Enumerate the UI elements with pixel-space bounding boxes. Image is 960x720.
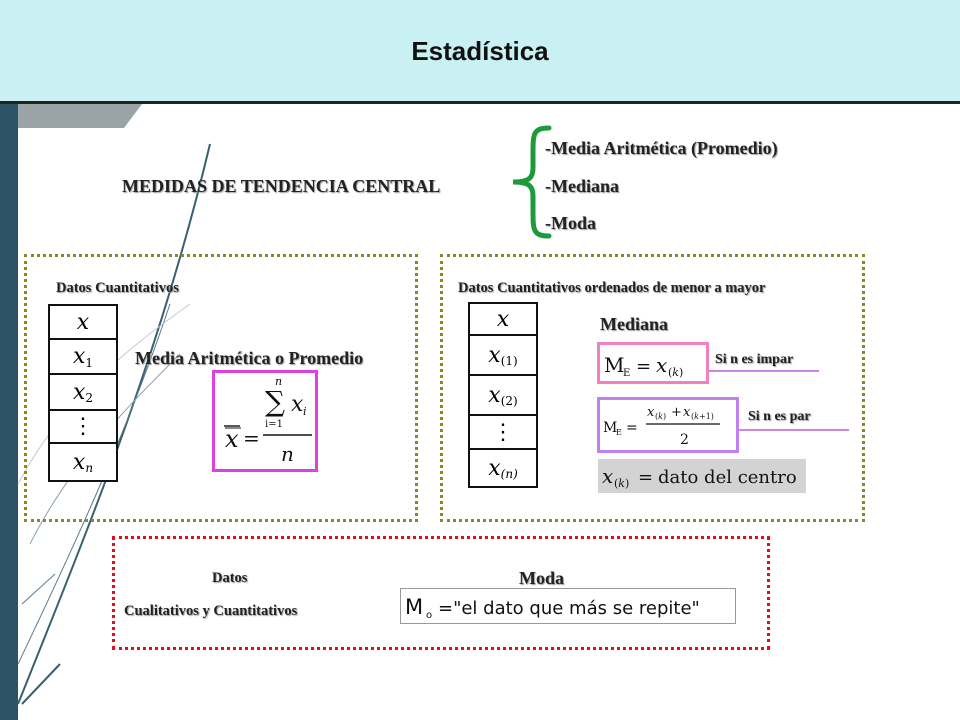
svg-text:i: i <box>303 405 307 418</box>
median-even-formula: M E = x (k) + x (k+1) 2 <box>603 405 720 448</box>
median-odd-formula-box: M E = x (k) <box>597 342 709 384</box>
svg-text:+: + <box>671 405 682 420</box>
svg-text:dato del centro: dato del centro <box>658 467 797 488</box>
svg-text:x: x <box>291 392 304 417</box>
table-cell-x-2: x(2) <box>470 376 536 416</box>
measure-item-median: -Mediana <box>545 176 619 196</box>
svg-text:=: = <box>626 420 638 436</box>
table-cell-ellipsis: ⋮ <box>470 416 536 450</box>
svg-text:E: E <box>623 368 630 379</box>
svg-text:x: x <box>602 464 613 488</box>
svg-text:i=1: i=1 <box>265 419 283 430</box>
svg-text:n: n <box>275 375 282 388</box>
svg-text:=: = <box>638 467 653 488</box>
svg-text:=: = <box>243 426 260 450</box>
svg-text:M: M <box>405 595 423 619</box>
svg-text:∑: ∑ <box>265 385 285 418</box>
mean-measure-label: Media Aritmética o Promedio <box>135 348 364 368</box>
table-cell-x-1: x(1) <box>470 336 536 376</box>
header-bar: Estadística <box>0 0 960 104</box>
mode-data-types: Cualitativos y Cuantitativos <box>124 603 298 619</box>
table-cell-x: x <box>50 306 116 340</box>
median-measure-label: Mediana <box>600 314 669 334</box>
table-cell-ellipsis: ⋮ <box>50 411 116 444</box>
table-cell-x-n: x(n) <box>488 455 518 482</box>
odd-underline <box>709 370 819 372</box>
svg-text:E: E <box>616 428 622 437</box>
left-sidebar-bar <box>0 104 18 720</box>
svg-text:(k): (k) <box>614 477 629 490</box>
svg-text:x: x <box>683 405 691 420</box>
measure-item-mode: -Moda <box>545 213 596 233</box>
center-data-definition: x (k) = dato del centro <box>598 459 806 493</box>
median-data-label: Datos Cuantitativos ordenados de menor a… <box>458 280 766 296</box>
mean-panel <box>24 254 418 522</box>
corner-decoration <box>0 104 142 128</box>
svg-text:o: o <box>426 610 432 621</box>
median-panel <box>440 254 865 522</box>
median-variable-table: x x(1) x(2) ⋮ x(n) <box>468 302 538 488</box>
mean-formula-box: x = n ∑ x i i=1 n <box>212 370 318 472</box>
mode-data-label: Datos <box>212 570 248 586</box>
center-data-formula: x (k) = dato del centro <box>602 464 797 490</box>
mean-data-label: Datos Cuantitativos <box>56 280 179 296</box>
svg-text:x: x <box>656 353 667 377</box>
median-odd-formula: M E = x (k) <box>604 353 683 379</box>
mode-panel <box>112 536 770 650</box>
svg-text:(k): (k) <box>655 412 666 421</box>
svg-text:(k+1): (k+1) <box>691 412 714 421</box>
svg-text:2: 2 <box>680 432 689 448</box>
mode-formula-box: M o ="el dato que más se repite" <box>400 588 736 624</box>
mode-formula: M o ="el dato que más se repite" <box>405 595 700 621</box>
even-condition: Si n es par <box>748 409 811 424</box>
svg-text:M: M <box>603 420 617 436</box>
mean-formula: x = n ∑ x i i=1 n <box>224 375 312 466</box>
svg-text:=: = <box>636 356 651 377</box>
svg-text:n: n <box>281 442 294 466</box>
svg-text:M: M <box>604 353 624 377</box>
curly-brace-icon <box>512 125 552 239</box>
page-title: Estadística <box>411 36 549 66</box>
svg-text:(k): (k) <box>668 366 683 379</box>
svg-text:x: x <box>225 425 239 453</box>
even-underline <box>739 429 849 431</box>
svg-text:x: x <box>647 405 655 420</box>
svg-text:="el dato que más se repite": ="el dato que más se repite" <box>438 598 700 619</box>
table-cell-x: x <box>470 304 536 336</box>
odd-condition: Si n es impar <box>715 352 794 367</box>
mode-measure-label: Moda <box>519 568 564 588</box>
measure-item-mean: -Media Aritmética (Promedio) <box>545 138 778 158</box>
median-even-formula-box: M E = x (k) + x (k+1) 2 <box>597 397 739 453</box>
central-tendency-heading: MEDIDAS DE TENDENCIA CENTRAL <box>122 176 441 196</box>
